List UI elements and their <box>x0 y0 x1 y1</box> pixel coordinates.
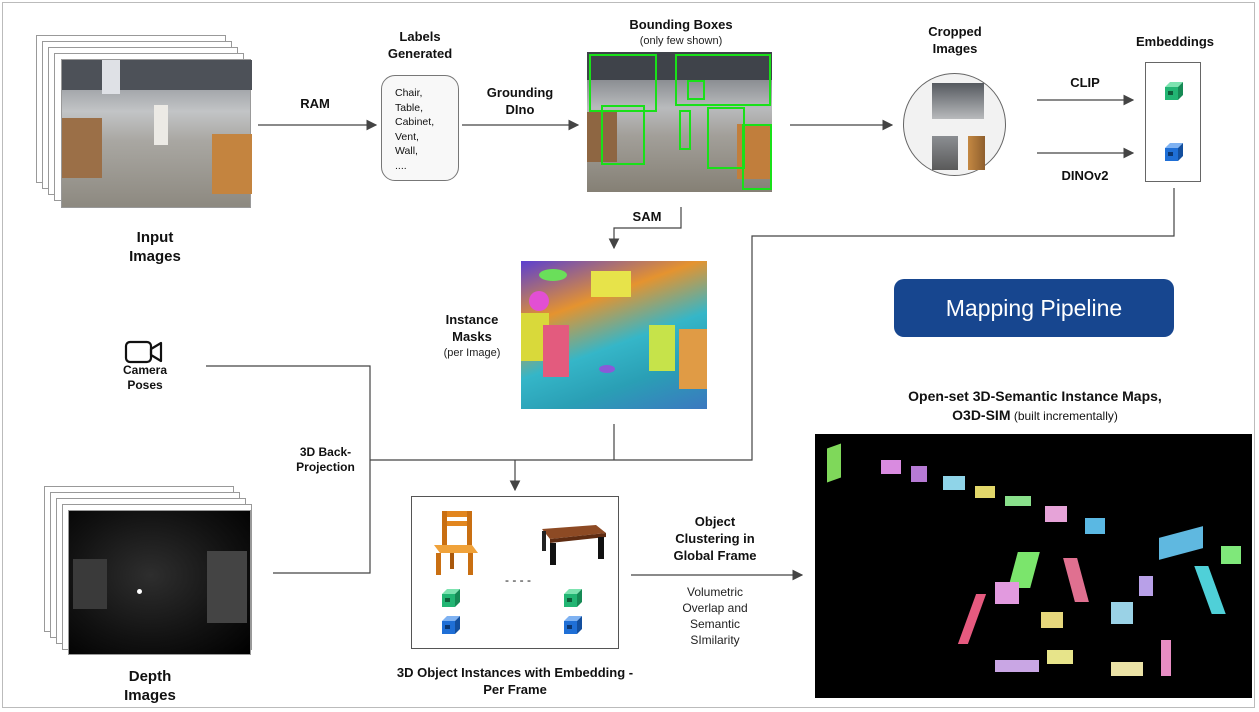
bbox-rect <box>601 105 645 165</box>
label-item: Wall, <box>395 145 418 157</box>
chair-icon <box>434 511 478 575</box>
embeddings-title: Embeddings <box>1135 34 1214 49</box>
mapping-pipeline-title: Mapping Pipeline <box>894 279 1174 337</box>
instance-masks-subtitle: (per Image) <box>443 347 501 359</box>
embedding-cube-blue-icon <box>564 616 582 634</box>
object-instances-box: - - - - <box>411 496 619 649</box>
bbox-rect <box>589 54 657 112</box>
embedding-cube-green-icon <box>442 589 460 607</box>
camera-poses-label: Camera Poses <box>122 363 168 392</box>
label-item: Chair, <box>395 87 423 99</box>
object-clustering-subtitle: Volumetric Overlap and Semantic SImilari… <box>682 585 748 647</box>
label-item: .... <box>395 159 407 172</box>
video-camera-icon <box>124 340 163 364</box>
clip-label: CLIP <box>1070 75 1100 90</box>
label-item: Cabinet, <box>395 116 435 128</box>
embedding-cube-green-icon <box>564 589 582 607</box>
line-camera <box>206 365 371 574</box>
embedding-cube-green-icon <box>1165 82 1183 100</box>
labels-generated-title: Labels Generated <box>387 29 453 61</box>
sam-label: SAM <box>632 209 662 224</box>
dinov2-label: DINOv2 <box>1061 168 1109 183</box>
bbox-rect <box>687 80 705 100</box>
depth-image <box>68 510 251 655</box>
cropped-images-title: Cropped Images <box>928 24 982 56</box>
bounding-box-image <box>587 52 772 192</box>
object-instances-title: 3D Object Instances with Embedding - Per… <box>396 665 634 697</box>
arrow-sam <box>608 207 682 250</box>
line-embeddings-down <box>370 188 1175 461</box>
embeddings-box <box>1145 62 1201 182</box>
o3d-sim-map-image <box>815 434 1252 698</box>
label-item: Vent, <box>395 130 419 143</box>
o3d-sim-title-bold: Open-set 3D-Semantic Instance Maps, O3D-… <box>908 388 1162 423</box>
bbox-rect <box>679 110 691 150</box>
cropped-images-circle <box>903 73 1006 176</box>
bbox-rect <box>742 124 772 190</box>
label-item: Table, <box>395 101 424 114</box>
table-icon <box>542 525 606 565</box>
bbox-rect <box>707 107 745 169</box>
bbox-rect <box>675 54 771 106</box>
crop-thumb <box>968 136 985 170</box>
crop-thumb <box>932 83 984 119</box>
instance-mask-image <box>521 261 707 409</box>
object-clustering-title: Object Clustering in Global Frame <box>673 514 757 563</box>
embedding-cube-blue-icon <box>1165 143 1183 161</box>
bounding-boxes-title: Bounding Boxes <box>629 17 733 32</box>
embedding-cube-blue-icon <box>442 616 460 634</box>
ram-label: RAM <box>300 96 330 111</box>
labels-list-box: Chair, Table, Cabinet, Vent, Wall, .... <box>381 75 459 181</box>
input-images-label: Input Images <box>129 229 181 265</box>
grounding-dino-label: Grounding DIno <box>486 85 554 117</box>
o3d-sim-title: Open-set 3D-Semantic Instance Maps, O3D-… <box>850 387 1220 426</box>
depth-images-label: Depth Images <box>124 668 176 704</box>
instances-ellipsis: - - - - <box>505 573 531 587</box>
back-projection-label: 3D Back- Projection <box>296 445 355 474</box>
o3d-sim-title-normal: (built incrementally) <box>1010 409 1118 423</box>
instance-masks-title: Instance Masks <box>445 312 499 344</box>
input-image-office <box>61 59 252 208</box>
crop-thumb <box>932 136 958 170</box>
bounding-boxes-subtitle: (only few shown) <box>639 35 723 47</box>
